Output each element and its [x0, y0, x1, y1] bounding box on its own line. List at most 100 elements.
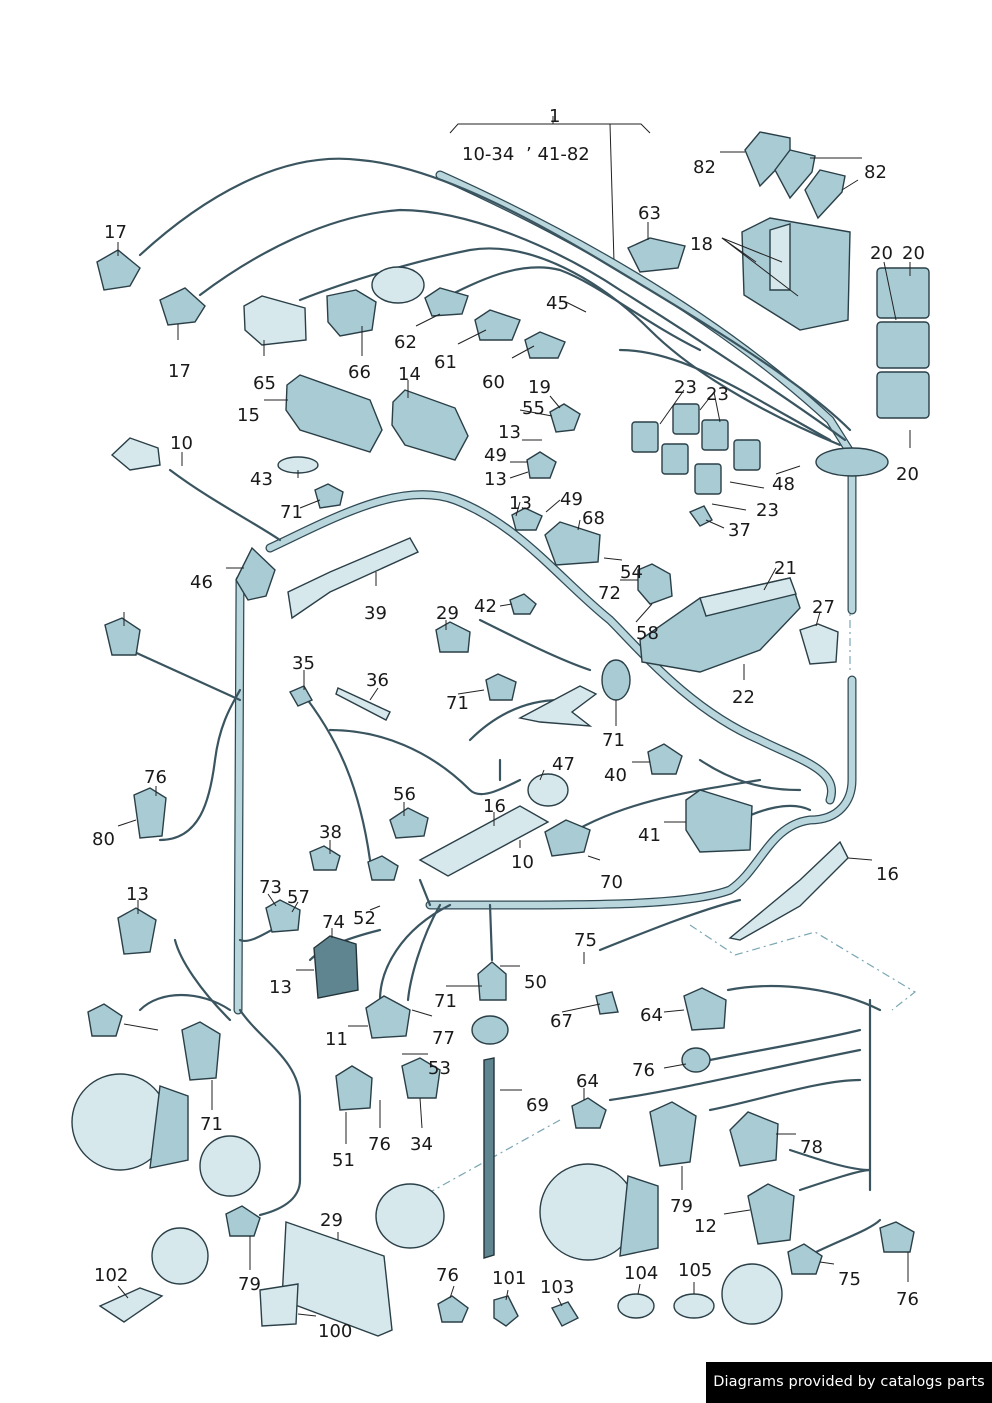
callout-105: 105 [678, 1260, 712, 1281]
callout-15: 15 [237, 405, 260, 426]
callout-104: 104 [624, 1263, 658, 1284]
callout-48: 48 [772, 474, 795, 495]
connector-37 [688, 505, 713, 527]
callout-77: 77 [432, 1028, 455, 1049]
connector-62 [424, 287, 469, 317]
callout-57: 57 [287, 887, 310, 908]
clamp-106 [617, 1293, 655, 1319]
callout-49: 49 [560, 489, 583, 510]
callout-16: 16 [483, 796, 506, 817]
callout-23: 23 [674, 377, 697, 398]
callout-13: 13 [269, 977, 292, 998]
callout-53: 53 [428, 1058, 451, 1079]
callout-54: 54 [620, 562, 643, 583]
connector-68 [544, 521, 601, 566]
connector-76-a [647, 743, 683, 775]
connector-13-c [309, 845, 341, 871]
foglamp-78 [199, 1135, 445, 1249]
callout-75: 75 [574, 930, 597, 951]
connector-13-d [367, 855, 399, 881]
callout-64: 64 [576, 1071, 599, 1092]
relay-66 [326, 266, 425, 337]
callout-76: 76 [144, 767, 167, 788]
callout-10: 10 [511, 852, 534, 873]
callout-45: 45 [546, 293, 569, 314]
callout-82: 82 [693, 157, 716, 178]
ring-lamp-right [721, 1263, 783, 1325]
header-range-right: ’ 41-82 [526, 144, 590, 165]
connector-57-74 [265, 899, 301, 933]
control-unit-21-22 [639, 577, 801, 673]
callout-10: 10 [170, 433, 193, 454]
sensor-16-a [389, 807, 429, 839]
callout-58: 58 [636, 623, 659, 644]
cover-102 [281, 1221, 393, 1337]
callout-43: 43 [250, 469, 273, 490]
callout-49: 49 [484, 445, 507, 466]
callout-17: 17 [168, 361, 191, 382]
connector-71-c [104, 617, 141, 656]
callout-46: 46 [190, 572, 213, 593]
header-range-left: 10-34 [462, 144, 514, 165]
callout-23: 23 [756, 500, 779, 521]
connector-76-b [571, 1097, 607, 1129]
callout-101: 101 [492, 1268, 526, 1289]
callout-76: 76 [632, 1060, 655, 1081]
leader-lines [117, 151, 911, 1317]
header-group-number: 1 [549, 106, 560, 127]
callout-19: 19 [528, 377, 551, 398]
connector-29 [435, 621, 471, 653]
connector-60 [524, 331, 566, 359]
callout-60: 60 [482, 372, 505, 393]
callout-73: 73 [259, 877, 282, 898]
callout-71: 71 [446, 693, 469, 714]
connector-54 [637, 563, 673, 605]
callout-17: 17 [104, 222, 127, 243]
callout-12: 12 [694, 1216, 717, 1237]
callout-63: 63 [638, 203, 661, 224]
connector-69 [681, 1047, 711, 1073]
bracket-47 [517, 685, 598, 727]
sensor-12 [729, 1111, 779, 1167]
callout-56: 56 [393, 784, 416, 805]
connector-29-b [879, 1221, 915, 1253]
connector-73 [117, 907, 157, 955]
connector-64-51-71 [335, 1057, 441, 1111]
connector-71-b [485, 673, 517, 701]
sensor-50-67 [477, 961, 507, 1001]
connector-75-b [747, 1183, 795, 1245]
connector-42 [509, 593, 537, 615]
callout-38: 38 [319, 822, 342, 843]
callout-78: 78 [800, 1137, 823, 1158]
bracket-39 [287, 537, 419, 620]
headlamp-79-left [71, 1073, 189, 1171]
callout-41: 41 [638, 825, 661, 846]
callout-27: 27 [812, 597, 835, 618]
connector-11 [683, 987, 727, 1031]
relay-20 [876, 267, 930, 419]
callout-70: 70 [600, 872, 623, 893]
relay-group-23 [631, 403, 761, 495]
control-unit-70 [685, 789, 753, 853]
headlamp-79-right [539, 1163, 659, 1261]
credit-banner: Diagrams provided by catalogs parts [706, 1362, 992, 1403]
callout-14: 14 [398, 364, 421, 385]
grommet-48 [815, 447, 889, 477]
callout-74: 74 [322, 912, 345, 933]
bracket-100 [98, 1287, 164, 1323]
header-bracket [449, 116, 651, 263]
callout-13: 13 [498, 422, 521, 443]
connector-17-bottom [159, 287, 206, 326]
connector-19-55 [549, 403, 581, 433]
ring-lamp-left [151, 1227, 209, 1285]
main-harness-trunk [233, 170, 857, 1015]
callout-75: 75 [838, 1269, 861, 1290]
clamp-107 [673, 1293, 715, 1319]
fuel-rail-41 [418, 805, 550, 877]
connector-63 [627, 237, 686, 273]
callout-34: 34 [410, 1134, 433, 1155]
callout-16: 16 [876, 864, 899, 885]
callout-42: 42 [474, 596, 497, 617]
